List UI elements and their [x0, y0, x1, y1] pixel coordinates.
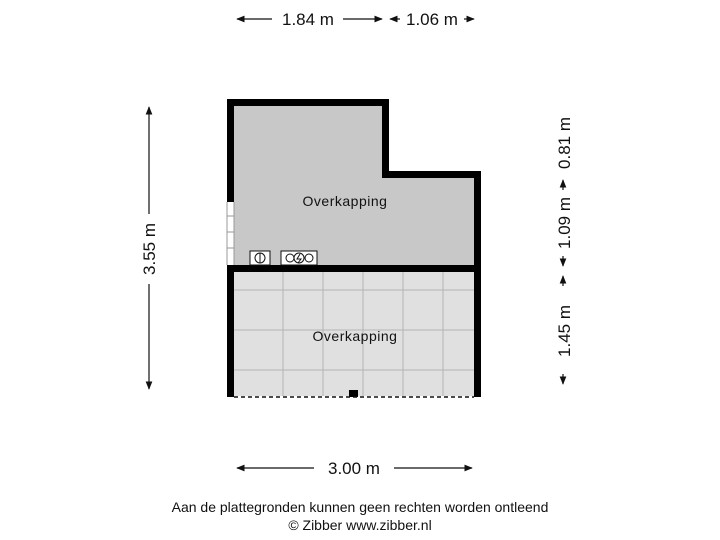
tile-grid [234, 272, 476, 396]
dimension-right-top: 0.81 m [555, 117, 574, 169]
dimension-right-bottom: 1.45 m [555, 275, 574, 385]
dimension-label-top-left: 1.84 m [282, 10, 334, 29]
dimension-label-right-bottom: 1.45 m [555, 305, 574, 357]
dimension-label-right-top: 0.81 m [555, 117, 574, 169]
dimension-top-left: 1.84 m [236, 10, 383, 29]
window-opening [226, 202, 235, 265]
room-label-lower: Overkapping [313, 328, 398, 344]
dimension-label-right-middle: 1.09 m [555, 197, 574, 249]
dimension-label-top-right: 1.06 m [406, 10, 458, 29]
dimension-label-bottom: 3.00 m [328, 459, 380, 478]
dimension-label-left: 3.55 m [140, 223, 159, 275]
lamp-icon [249, 250, 271, 266]
dimension-top-right: 1.06 m [389, 10, 475, 29]
dimension-left: 3.55 m [140, 106, 159, 390]
dimension-right-middle: 1.09 m [555, 179, 574, 267]
upper-room-floor [234, 106, 476, 266]
copyright-text: © Zibber www.zibber.nl [288, 517, 432, 533]
disclaimer-text: Aan de plattegronden kunnen geen rechten… [171, 499, 549, 515]
socket-icon [280, 250, 318, 266]
lower-room-floor [234, 272, 476, 396]
walls [227, 99, 481, 397]
dimension-bottom: 3.00 m [236, 459, 473, 478]
room-label-upper: Overkapping [303, 193, 388, 209]
